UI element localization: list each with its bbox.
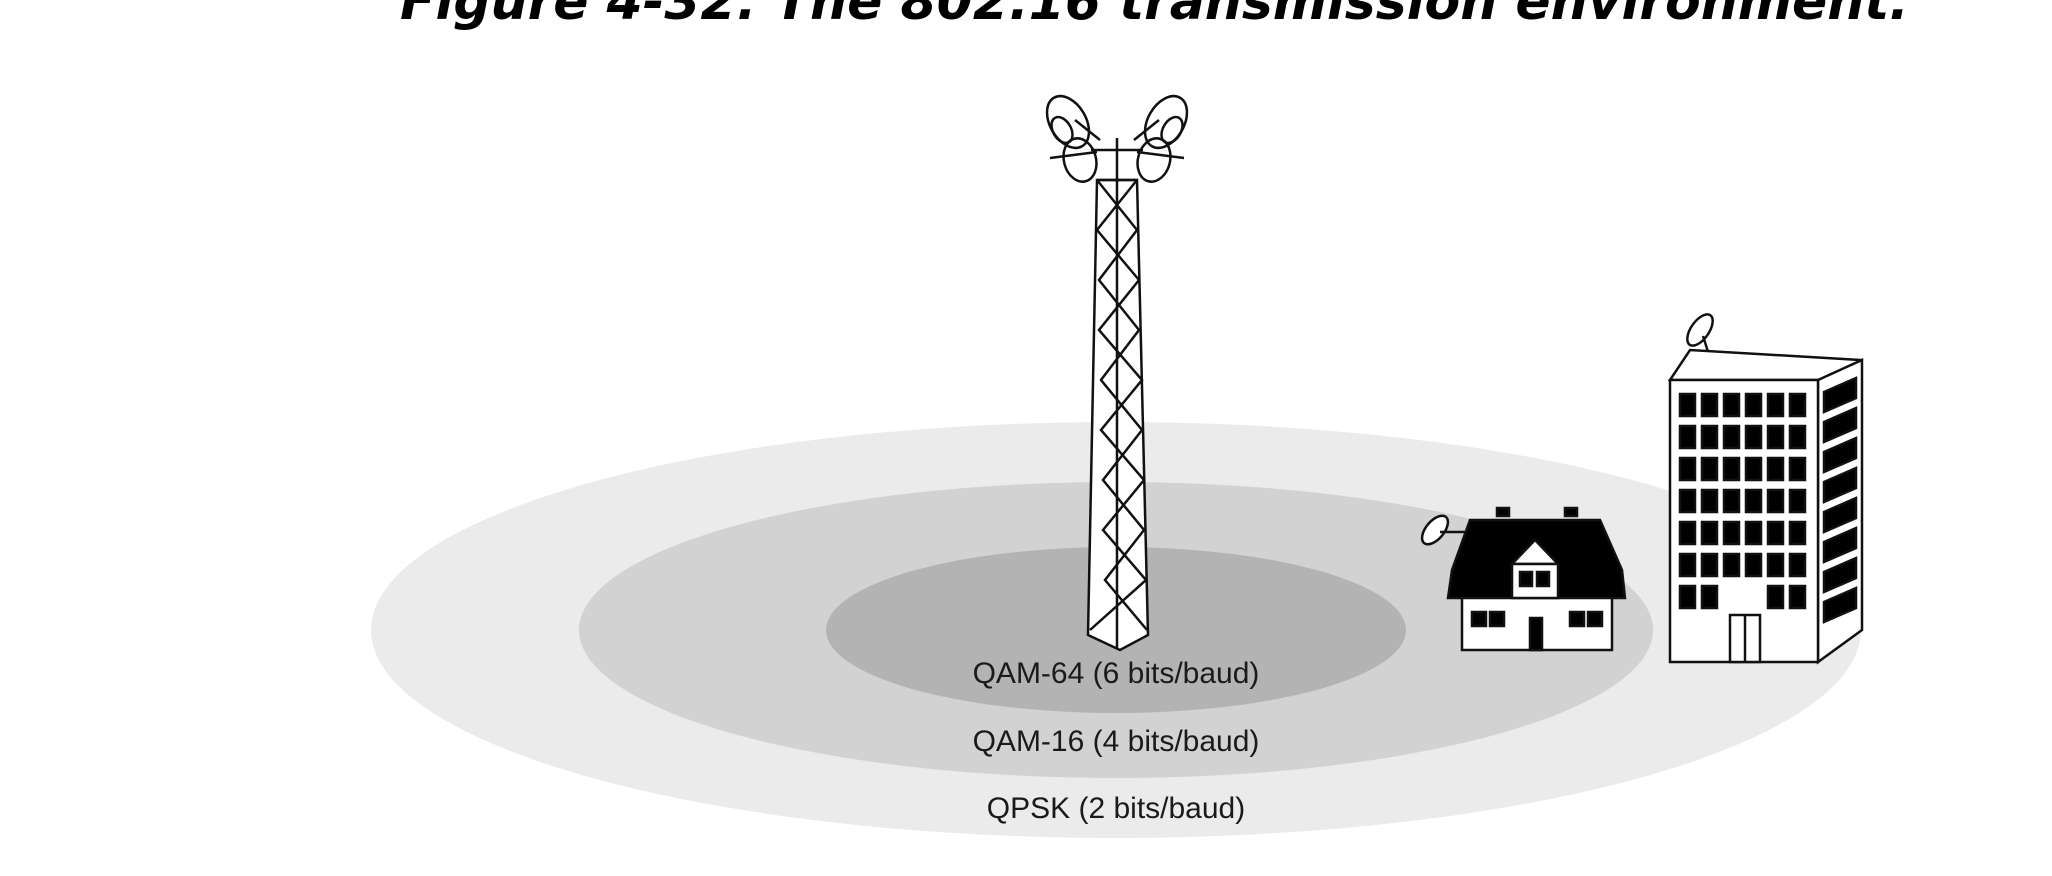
building-side-window xyxy=(1822,586,1858,624)
building-window xyxy=(1700,552,1719,578)
building-window xyxy=(1722,456,1741,482)
building-window xyxy=(1788,392,1807,418)
building-window xyxy=(1766,424,1785,450)
building-side-window xyxy=(1822,526,1858,564)
building-side-window xyxy=(1822,376,1858,414)
building-side-window xyxy=(1822,436,1858,474)
building-window xyxy=(1700,584,1719,610)
building-window xyxy=(1700,424,1719,450)
building-window xyxy=(1788,456,1807,482)
building-window xyxy=(1700,392,1719,418)
building-window xyxy=(1678,392,1697,418)
building-window xyxy=(1744,520,1763,546)
building-window xyxy=(1788,584,1807,610)
building-window xyxy=(1766,520,1785,546)
building-window xyxy=(1700,456,1719,482)
building-window xyxy=(1744,488,1763,514)
building-window xyxy=(1722,392,1741,418)
building-window xyxy=(1722,488,1741,514)
building-window xyxy=(1700,520,1719,546)
building-window xyxy=(1678,456,1697,482)
house-icon xyxy=(1420,506,1627,652)
office-building-icon xyxy=(1667,313,1864,665)
building-window xyxy=(1788,424,1807,450)
building-side-window xyxy=(1822,496,1858,534)
building-side-window xyxy=(1822,406,1858,444)
building-window xyxy=(1766,488,1785,514)
building-window xyxy=(1744,424,1763,450)
building-window xyxy=(1722,520,1741,546)
building-window xyxy=(1722,424,1741,450)
building-window xyxy=(1744,552,1763,578)
building-window xyxy=(1678,552,1697,578)
zone-label-qam16: QAM-16 (4 bits/baud) xyxy=(973,725,1260,758)
building-window xyxy=(1678,520,1697,546)
building-window xyxy=(1678,488,1697,514)
figure-title: Figure 4-32. The 802.16 transmission env… xyxy=(400,0,1909,32)
building-window xyxy=(1678,424,1697,450)
building-window xyxy=(1678,584,1697,610)
building-window xyxy=(1766,392,1785,418)
building-side-window xyxy=(1822,556,1858,594)
building-window xyxy=(1722,552,1741,578)
zone-label-qpsk: QPSK (2 bits/baud) xyxy=(987,792,1245,825)
building-window xyxy=(1788,520,1807,546)
building-window xyxy=(1766,456,1785,482)
building-window xyxy=(1744,392,1763,418)
building-window xyxy=(1788,488,1807,514)
building-window xyxy=(1766,584,1785,610)
radio-tower-icon xyxy=(1045,94,1189,652)
zone-label-qam64: QAM-64 (6 bits/baud) xyxy=(973,657,1260,690)
building-window xyxy=(1766,552,1785,578)
building-window xyxy=(1744,456,1763,482)
building-window xyxy=(1700,488,1719,514)
building-window xyxy=(1788,552,1807,578)
building-side-window xyxy=(1822,466,1858,504)
